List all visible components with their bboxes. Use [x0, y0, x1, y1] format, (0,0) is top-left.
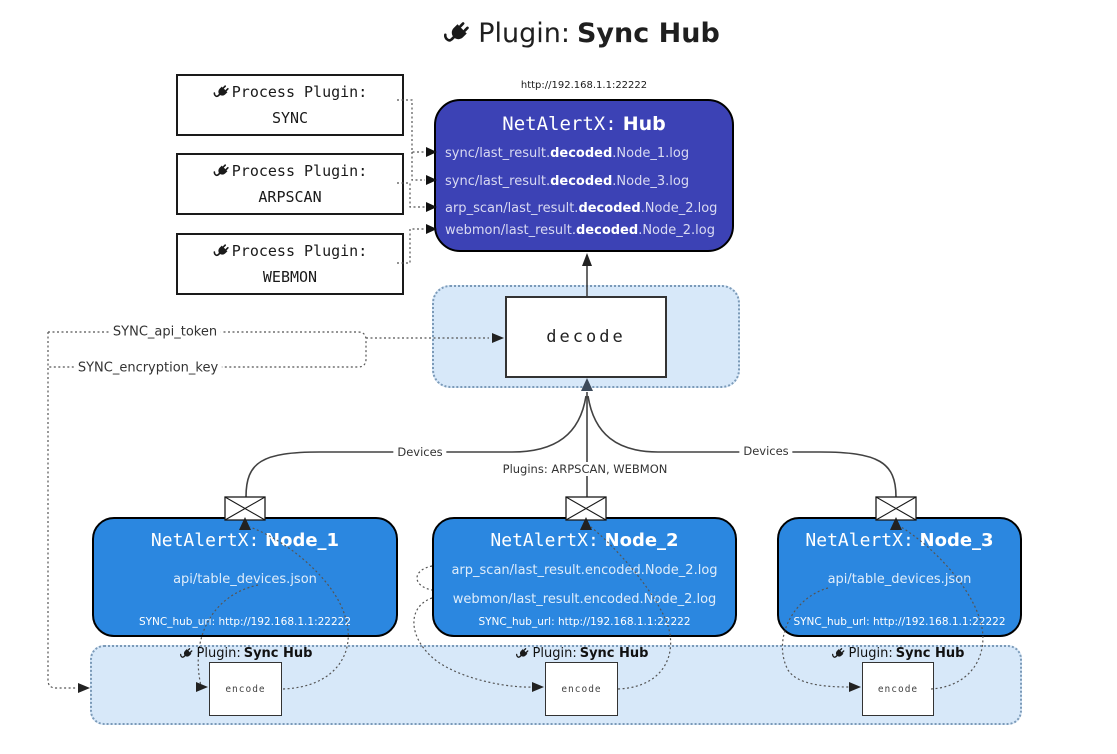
hub-box: NetAlertX: Hub sync/last_result.decoded.…: [434, 99, 734, 252]
encode-plugin-label: Plugin:Sync Hub: [831, 646, 964, 661]
encode-plugin-label: Plugin:Sync Hub: [515, 646, 648, 661]
node-footer: SYNC_hub_url: http://192.168.1.1:22222: [138, 616, 352, 628]
devices-right-label: Devices: [739, 444, 793, 458]
process-plugin-name: WEBMON: [262, 268, 318, 286]
decode-box: decode: [505, 296, 667, 378]
hub-log-line: arp_scan/last_result.decoded.Node_2.log: [445, 201, 718, 216]
node-footer: SYNC_hub_url: http://192.168.1.1:22222: [478, 616, 691, 628]
encode-panel-entry-arrowhead: [78, 683, 90, 693]
node-file-line: webmon/last_result.encoded.Node_2.log: [452, 592, 717, 607]
encode-box: encode: [862, 662, 934, 716]
node-3-box: NetAlertX: Node_3 api/table_devices.json…: [777, 517, 1022, 637]
sync-api-token-label: SYNC_api_token: [108, 324, 222, 340]
nodes-to-decode-curves: [245, 392, 897, 498]
plug-icon: [443, 19, 472, 48]
page-title: Plugin: Sync Hub: [0, 18, 1117, 49]
plugins-mid-label: Plugins: ARPSCAN, WEBMON: [498, 462, 672, 476]
process-plugin-name: ARPSCAN: [258, 188, 322, 206]
hub-bottom-arrowhead: [582, 253, 592, 266]
encode-plugin-label: Plugin:Sync Hub: [179, 646, 312, 661]
node-file-line: api/table_devices.json: [827, 572, 972, 587]
page-title-name: Sync Hub: [576, 18, 720, 49]
hub-title-name: Hub: [622, 113, 666, 135]
node-footer: SYNC_hub_url: http://192.168.1.1:22222: [793, 616, 1006, 628]
plug-icon: [179, 646, 194, 661]
page-title-prefix: Plugin:: [478, 18, 570, 49]
node-title: NetAlertX: Node_3: [805, 530, 994, 551]
process-plugin-box-sync: Process Plugin: SYNC: [176, 74, 404, 136]
process-plugin-box-arpscan: Process Plugin: ARPSCAN: [176, 153, 404, 215]
plug-icon: [212, 242, 230, 260]
hub-title: NetAlertX: Hub: [436, 113, 732, 135]
process-plugin-label: Process Plugin:: [231, 242, 368, 260]
node-file-line: api/table_devices.json: [173, 572, 317, 587]
hub-title-prefix: NetAlertX:: [502, 113, 617, 135]
process-plugin-label: Process Plugin:: [231, 83, 368, 101]
node-title: NetAlertX: Node_2: [490, 530, 679, 551]
plug-icon: [515, 646, 530, 661]
hub-log-line: sync/last_result.decoded.Node_3.log: [445, 174, 690, 189]
node-file-line: arp_scan/last_result.encoded.Node_2.log: [451, 563, 718, 578]
node-2-box: NetAlertX: Node_2 arp_scan/last_result.e…: [432, 517, 737, 637]
plug-icon: [212, 83, 230, 101]
hub-log-line: sync/last_result.decoded.Node_1.log: [445, 146, 690, 161]
plug-icon: [212, 162, 230, 180]
hub-url-label: http://192.168.1.1:22222: [520, 80, 648, 91]
node-title: NetAlertX: Node_1: [150, 530, 340, 551]
process-plugin-box-webmon: Process Plugin: WEBMON: [176, 233, 404, 295]
process-plugin-label: Process Plugin:: [231, 162, 368, 180]
devices-left-label: Devices: [393, 445, 447, 459]
encode-box: encode: [209, 662, 282, 716]
process-plugin-name: SYNC: [271, 109, 309, 127]
plug-icon: [831, 646, 846, 661]
sync-encryption-key-label: SYNC_encryption_key: [73, 360, 223, 376]
hub-log-line: webmon/last_result.decoded.Node_2.log: [445, 223, 715, 238]
encode-box: encode: [545, 662, 618, 716]
node-1-box: NetAlertX: Node_1 api/table_devices.json…: [92, 517, 398, 637]
